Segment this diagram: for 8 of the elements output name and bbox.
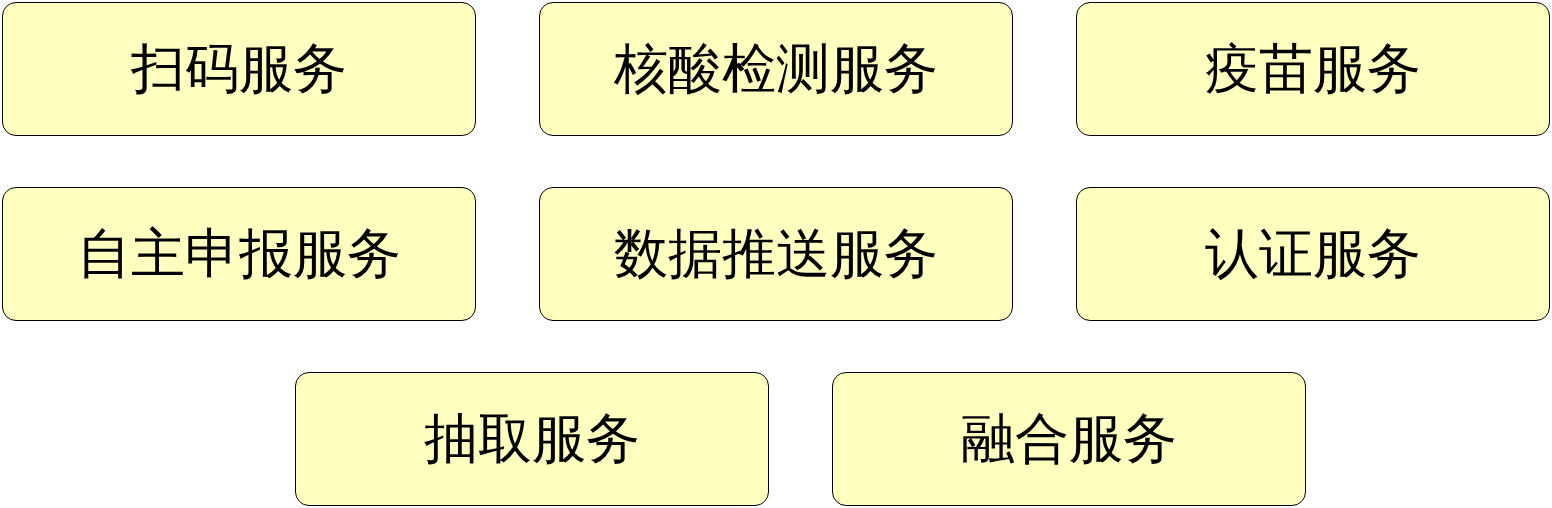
service-box: 认证服务 — [1076, 187, 1550, 321]
service-box: 数据推送服务 — [539, 187, 1013, 321]
service-box: 自主申报服务 — [2, 187, 476, 321]
service-box: 扫码服务 — [2, 2, 476, 136]
service-box: 融合服务 — [832, 372, 1306, 506]
service-box: 抽取服务 — [295, 372, 769, 506]
service-box: 核酸检测服务 — [539, 2, 1013, 136]
service-box: 疫苗服务 — [1076, 2, 1550, 136]
